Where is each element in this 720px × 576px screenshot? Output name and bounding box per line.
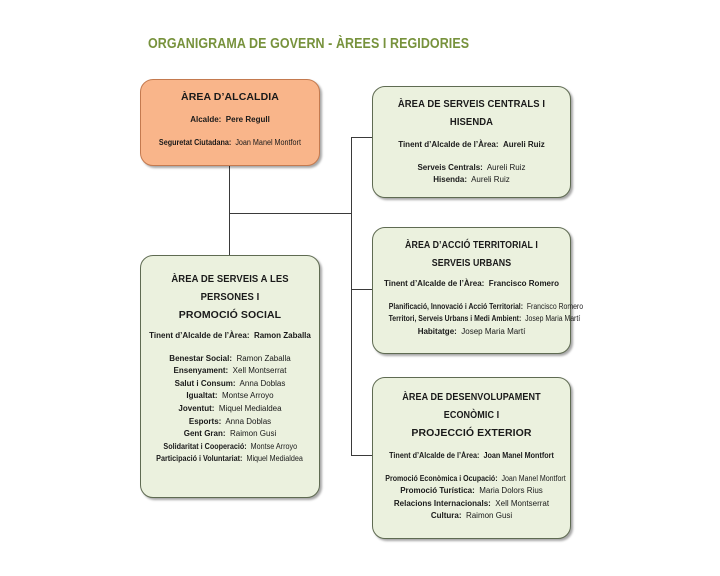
box-area-serveis-persones: ÀREA DE SERVEIS A LES PERSONES I PROMOCI…: [140, 255, 320, 498]
role-value: Xell Montserrat: [232, 366, 287, 376]
tinent-line: Tinent d’Alcalde de l’Àrea: Joan Manel M…: [373, 450, 570, 463]
box-title: ÀREA DE SERVEIS CENTRALS I HISENDA: [373, 95, 570, 131]
role-line: Serveis Centrals: Aureli Ruiz: [373, 162, 570, 175]
chart-title: ORGANIGRAMA DE GOVERN - ÀREES I REGIDORI…: [148, 36, 470, 52]
role-value: Ramon Zaballa: [253, 331, 311, 340]
role-label: Joventut:: [178, 403, 215, 413]
role-label: Territori, Serveis Urbans i Medi Ambient…: [388, 314, 522, 324]
role-value: Xell Montserrat: [495, 498, 550, 508]
role-line: Gent Gran: Raimon Gusi: [141, 428, 319, 441]
role-label: Igualtat:: [186, 391, 218, 401]
role-label: Tinent d’Alcalde de l’Àrea:: [383, 279, 485, 288]
role-label: Hisenda:: [433, 175, 468, 185]
role-value: Anna Doblas: [239, 378, 286, 388]
role-value: Raimon Gusi: [465, 511, 513, 521]
role-line: Seguretat Ciutadana: Joan Manel Montfort: [141, 137, 319, 150]
box-area-alcaldia: ÀREA D’ALCALDIA Alcalde: Pere Regull Seg…: [140, 79, 320, 166]
role-line: Habitatge: Josep Maria Martí: [373, 326, 570, 339]
role-label: Seguretat Ciutadana:: [158, 137, 232, 147]
role-value: Montse Arroyo: [221, 391, 274, 401]
role-value: Josep Maria Martí: [525, 314, 581, 324]
role-value: Montse Arroyo: [250, 441, 297, 451]
role-label: Serveis Centrals:: [417, 162, 483, 172]
box-title-text: ÀREA DE SERVEIS CENTRALS I HISENDA: [397, 98, 546, 128]
role-label: Habitatge:: [417, 326, 457, 336]
box-title-text: ÀREA DE SERVEIS A LES PERSONES I: [171, 273, 289, 303]
role-label: Benestar Social:: [169, 353, 232, 363]
box-area-serveis-centrals: ÀREA DE SERVEIS CENTRALS I HISENDA Tinen…: [372, 86, 571, 198]
role-line: Hisenda: Aureli Ruiz: [373, 174, 570, 187]
box-title: ÀREA D’ALCALDIA: [181, 91, 279, 103]
role-label: Promoció Econòmica i Ocupació:: [385, 473, 498, 483]
box-title-text: ÀREA DE DESENVOLUPAMENT ECONÒMIC I: [402, 391, 541, 421]
role-label: Alcalde:: [190, 115, 222, 124]
role-label: Tinent d’Alcalde de l’Àrea:: [389, 451, 480, 460]
role-value: Miquel Medialdea: [246, 454, 304, 464]
role-line: Participació i Voluntariat: Miquel Media…: [141, 453, 319, 466]
box-area-desenvolupament: ÀREA DE DESENVOLUPAMENT ECONÒMIC I PROJE…: [372, 377, 571, 539]
role-value: Pere Regull: [225, 115, 270, 124]
role-line: Igualtat: Montse Arroyo: [141, 390, 319, 403]
tinent-line: Tinent d’Alcalde de l’Àrea: Francisco Ro…: [373, 278, 570, 291]
role-label: Esports:: [188, 416, 222, 426]
role-value: Joan Manel Montfort: [501, 473, 566, 483]
role-label: Participació i Voluntariat:: [156, 454, 243, 464]
role-line: Benestar Social: Ramon Zaballa: [141, 353, 319, 366]
role-line: Salut i Consum: Anna Doblas: [141, 378, 319, 391]
role-value: Anna Doblas: [225, 416, 272, 426]
role-label: Cultura:: [430, 511, 462, 521]
role-value: Joan Manel Montfort: [483, 451, 554, 460]
role-label: Planificació, Innovació i Acció Territor…: [388, 301, 524, 311]
role-line: Promoció Turística: Maria Dolors Rius: [373, 485, 570, 498]
role-label: Solidaritat i Cooperació:: [163, 441, 247, 451]
role-label: Relacions Internacionals:: [393, 498, 491, 508]
box-title: ÀREA D’ACCIÓ TERRITORIAL I SERVEIS URBAN…: [373, 236, 570, 272]
role-value: Joan Manel Montfort: [235, 137, 302, 147]
role-label: Gent Gran:: [183, 429, 226, 439]
box-title-line1: ÀREA DE SERVEIS A LES PERSONES I: [141, 270, 319, 306]
role-line: Territori, Serveis Urbans i Medi Ambient…: [373, 313, 581, 326]
box-area-accio-territorial: ÀREA D’ACCIÓ TERRITORIAL I SERVEIS URBAN…: [372, 227, 583, 354]
role-value: Francisco Romero: [526, 301, 584, 311]
box-title-line2: PROJECCIÓ EXTERIOR: [411, 427, 532, 439]
role-label: Tinent d’Alcalde de l’Àrea:: [398, 140, 499, 149]
role-label: Ensenyament:: [173, 366, 229, 376]
role-line: Joventut: Miquel Medialdea: [141, 403, 319, 416]
tinent-line: Tinent d’Alcalde de l’Àrea: Ramon Zaball…: [141, 330, 319, 343]
box-title-line2: PROMOCIÓ SOCIAL: [178, 309, 282, 321]
role-line: Alcalde: Pere Regull: [141, 114, 319, 127]
role-value: Miquel Medialdea: [218, 403, 282, 413]
role-value: Ramon Zaballa: [236, 353, 291, 363]
role-value: Aureli Ruiz: [486, 162, 526, 172]
role-list: Benestar Social: Ramon Zaballa Ensenyame…: [141, 353, 319, 466]
role-line: Relacions Internacionals: Xell Montserra…: [373, 498, 570, 511]
role-label: Promoció Turística:: [400, 486, 475, 496]
role-line: Esports: Anna Doblas: [141, 416, 319, 429]
role-line: Solidaritat i Cooperació: Montse Arroyo: [141, 441, 319, 454]
box-title-line1: ÀREA DE DESENVOLUPAMENT ECONÒMIC I: [373, 388, 570, 424]
role-label: Salut i Consum:: [174, 378, 236, 388]
role-line: Cultura: Raimon Gusi: [373, 510, 570, 523]
role-value: Aureli Ruiz: [471, 175, 510, 185]
role-value: Maria Dolors Rius: [479, 486, 543, 496]
role-value: Aureli Ruiz: [503, 140, 545, 149]
role-value: Raimon Gusi: [229, 429, 277, 439]
role-value: Francisco Romero: [488, 279, 560, 288]
role-line: Promoció Econòmica i Ocupació: Joan Mane…: [373, 473, 570, 486]
role-line: Planificació, Innovació i Acció Territor…: [373, 301, 583, 314]
role-value: Josep Maria Martí: [461, 326, 526, 336]
role-line: Ensenyament: Xell Montserrat: [141, 365, 319, 378]
box-title-text: ÀREA D’ACCIÓ TERRITORIAL I SERVEIS URBAN…: [405, 239, 538, 269]
role-label: Tinent d’Alcalde de l’Àrea:: [149, 331, 250, 340]
tinent-line: Tinent d’Alcalde de l’Àrea: Aureli Ruiz: [373, 139, 570, 152]
